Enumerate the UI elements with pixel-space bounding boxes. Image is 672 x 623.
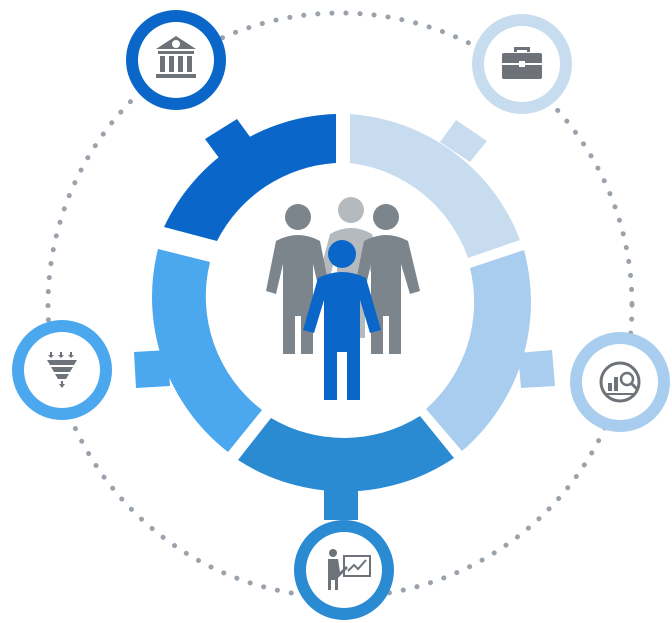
segment-top-right-tab bbox=[440, 120, 487, 162]
presentation-icon bbox=[328, 549, 371, 590]
bank-icon bbox=[156, 36, 196, 78]
segment-left bbox=[152, 249, 262, 452]
briefcase-icon bbox=[502, 47, 542, 79]
satellite-briefcase bbox=[472, 14, 572, 114]
segment-top-left-tab bbox=[205, 119, 253, 162]
segment-left-tab bbox=[134, 350, 170, 388]
segment-bottom bbox=[238, 416, 454, 492]
analytics-search-icon bbox=[599, 361, 641, 403]
satellite-analytics bbox=[570, 332, 670, 432]
dotted-orbit bbox=[45, 10, 635, 600]
people-group-icon bbox=[266, 197, 420, 400]
satellite-funnel bbox=[12, 320, 112, 420]
satellite-bank bbox=[126, 10, 226, 110]
segment-top-left bbox=[164, 114, 336, 241]
segment-bottom-tab bbox=[324, 486, 358, 520]
funnel-icon bbox=[47, 352, 77, 388]
satellite-presentation bbox=[294, 520, 394, 620]
ring-segments bbox=[134, 114, 555, 520]
segment-right bbox=[426, 250, 531, 451]
segment-right-tab bbox=[518, 350, 555, 388]
segment-top-right bbox=[350, 114, 520, 258]
